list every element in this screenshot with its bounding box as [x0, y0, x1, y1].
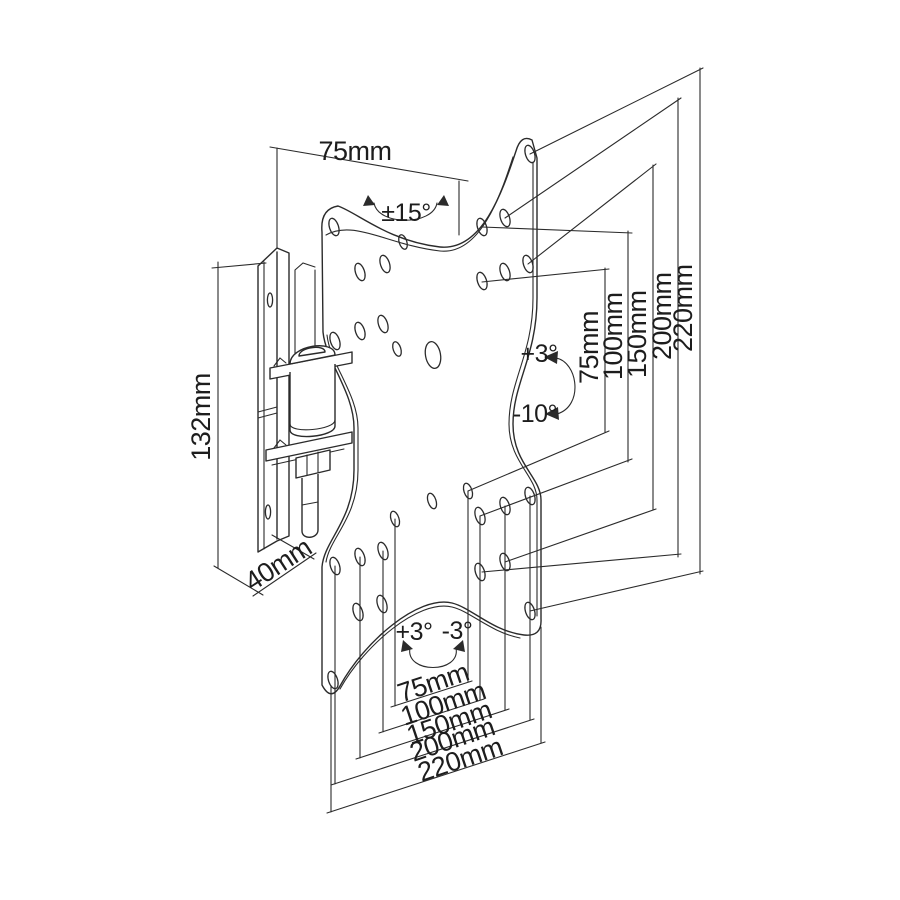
swivel-arc-top [373, 202, 438, 221]
swivel-bottom-arrow-left [401, 640, 413, 652]
left-dimension-lines [211, 146, 469, 597]
tilt-annotation [544, 351, 576, 420]
dim-label-vesa-v-200: 200mm [647, 272, 677, 360]
mounting-hole [476, 271, 488, 291]
width-bracket-200 [330, 495, 535, 786]
width-bracket-100 [378, 515, 485, 734]
wall-bracket [257, 147, 353, 553]
mounting-hole [426, 492, 438, 510]
mounting-holes [327, 144, 536, 690]
label-tilt-down: -10° [513, 400, 557, 428]
height-bracket-75 [467, 267, 610, 492]
hinge-nut-facets [306, 451, 319, 476]
vesa-width-dimension-lines [326, 490, 546, 814]
mounting-hole [499, 208, 511, 228]
height-bracket-200 [481, 97, 682, 573]
dim-label-bracket-depth: 40mm [239, 532, 317, 597]
mounting-hole [389, 510, 401, 528]
wall-plate-slot [264, 504, 272, 520]
swivel-arrow-right [437, 195, 449, 206]
wall-plate [257, 247, 290, 553]
swivel-annotation-bottom [401, 640, 465, 668]
mounting-hole [398, 234, 408, 250]
width-bracket-75 [390, 490, 473, 708]
hinge-flange-tab [273, 439, 287, 449]
swivel-arrow-left [363, 195, 375, 206]
dim-label-vesa-v-220: 220mm [668, 264, 698, 352]
swivel-annotation-top [363, 195, 449, 221]
bracket-arm-strip [294, 262, 316, 359]
tilt-arrow-down [545, 407, 559, 420]
mounting-hole [524, 144, 536, 164]
wall-plate-notch [257, 406, 278, 419]
hinge-rod-collar [301, 501, 319, 506]
vesa-plate [321, 137, 542, 695]
mounting-hole [524, 486, 536, 506]
mounting-hole [499, 262, 511, 282]
mounting-hole [327, 670, 339, 690]
mounting-hole [377, 541, 389, 561]
tilt-arrow-up [544, 351, 558, 364]
dim-label-vesa-v-100: 100mm [598, 292, 628, 380]
mounting-hole [354, 321, 366, 341]
dim-label-top-width: 75mm [318, 136, 391, 166]
mounting-hole [328, 217, 340, 237]
plate-right-thickness-line [508, 161, 538, 617]
dim-label-vesa-v-150: 150mm [622, 290, 652, 378]
top-width-dim-line [269, 146, 469, 182]
hinge-assembly [265, 345, 353, 538]
mounting-hole [352, 602, 364, 622]
hinge-flange-tab [273, 357, 287, 367]
vesa-height-dimension-lines [467, 67, 704, 612]
mounting-hole [329, 556, 341, 576]
hinge-nut [295, 449, 331, 479]
tilt-arc [555, 357, 576, 415]
mounting-hole [354, 262, 366, 282]
width-bracket-150 [355, 505, 510, 760]
label-tilt-up: +3° [520, 340, 557, 368]
mounting-hole [392, 341, 402, 357]
mounting-hole [476, 217, 488, 237]
mounting-hole [376, 594, 388, 614]
wall-plate-slot [266, 292, 274, 308]
swivel-bottom-arrow-right [453, 640, 465, 652]
depth-dim-line [252, 552, 317, 597]
swivel-arc-bottom [409, 647, 457, 668]
label-swivel-right: -3° [442, 617, 473, 645]
mounting-hole [379, 254, 391, 274]
mounting-hole [474, 562, 486, 582]
dim-label-bracket-height: 132mm [186, 373, 216, 461]
hinge-dome-top [298, 346, 326, 357]
mounting-hole [377, 314, 389, 334]
height-bracket-220 [529, 67, 704, 612]
mounting-hole [329, 331, 341, 351]
width-bracket-220 [326, 626, 546, 814]
depth-extension-right [271, 534, 315, 560]
mounting-hole [522, 254, 534, 274]
hinge-lower-flange [265, 431, 353, 462]
mounting-hole [354, 547, 366, 567]
hinge-cylinder-seam [289, 419, 336, 431]
hinge-rod [301, 474, 319, 538]
depth-extension-left [213, 565, 264, 596]
center-hole [424, 340, 442, 370]
hinge-cylinder [289, 364, 336, 438]
height-extension-top [211, 262, 267, 269]
plate-top-thickness-line [325, 156, 514, 252]
label-swivel-left: +3° [395, 618, 432, 646]
plate-bottom-thickness-line [339, 605, 521, 690]
dim-label-vesa-v-75: 75mm [574, 311, 604, 384]
plate-outline [321, 137, 542, 695]
label-swivel-range: ±15° [381, 199, 431, 227]
